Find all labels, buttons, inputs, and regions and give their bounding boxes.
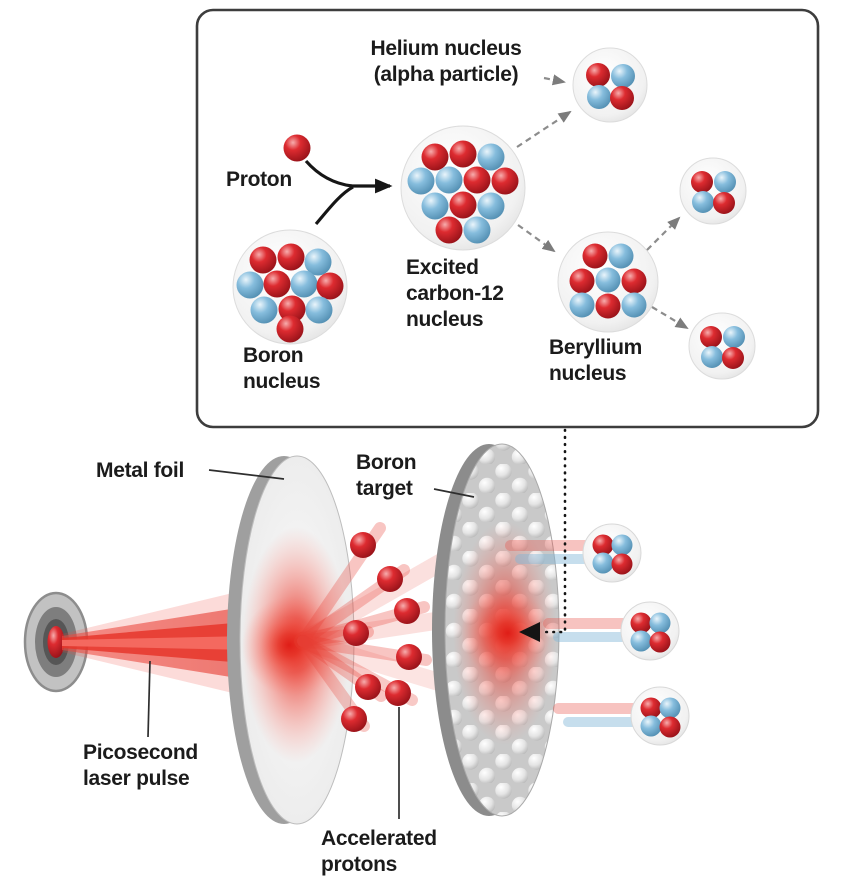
accelerated-proton [385, 680, 411, 706]
metal-foil-label: Metal foil [96, 459, 185, 482]
label-pointer-lines [147, 469, 475, 819]
beryllium-to-alpha-arrow [651, 306, 689, 330]
proton-label: Proton [226, 168, 292, 191]
boron-target [432, 443, 560, 817]
carbon-12-nucleus [400, 125, 526, 251]
accelerated-protons-label: Accelerated protons [321, 827, 437, 876]
boron-nucleus-label: Boron nucleus [243, 344, 321, 393]
accelerated-proton [377, 566, 403, 592]
carbon-to-helium-arrow [516, 110, 572, 148]
metal-foil-pointer [208, 469, 285, 480]
alpha-cluster [620, 601, 680, 661]
helium-nucleus [572, 47, 648, 123]
boron-target-pointer [433, 488, 475, 498]
laser-source [23, 591, 89, 693]
metal-foil [227, 455, 355, 825]
alpha-cluster [679, 157, 747, 225]
laser-beam [62, 586, 262, 700]
accelerated-proton [396, 644, 422, 670]
reaction-merge-arrow [304, 159, 393, 226]
alpha-cluster [630, 686, 690, 746]
alpha-cluster [688, 312, 756, 380]
proton-sphere [283, 134, 311, 162]
carbon-to-beryllium-arrow [517, 224, 556, 253]
beryllium-to-alpha-arrow [646, 216, 681, 251]
boron-nucleus [232, 229, 348, 345]
accelerated-proton [341, 706, 367, 732]
laser-pulse-label: Picosecond laser pulse [83, 741, 198, 790]
decay-arrows [516, 74, 689, 330]
accelerated-proton [355, 674, 381, 700]
alpha-cluster [582, 523, 642, 583]
helium-nucleus-label: Helium nucleus (alpha particle) [370, 37, 522, 86]
laser-pointer [147, 660, 151, 738]
accelerated-proton [343, 620, 369, 646]
carbon-12-label: Excited carbon-12 nucleus [406, 256, 504, 331]
alpha-particles-out [505, 523, 690, 746]
proton-stream [294, 522, 464, 732]
dotted-connector-arrow [519, 428, 567, 642]
boron-target-label: Boron target [356, 451, 417, 500]
accelerated-proton [394, 598, 420, 624]
beryllium-nucleus-label: Beryllium nucleus [549, 336, 642, 385]
accelerated-proton [350, 532, 376, 558]
helium-label-arrow [543, 74, 566, 86]
beryllium-nucleus [557, 231, 659, 333]
